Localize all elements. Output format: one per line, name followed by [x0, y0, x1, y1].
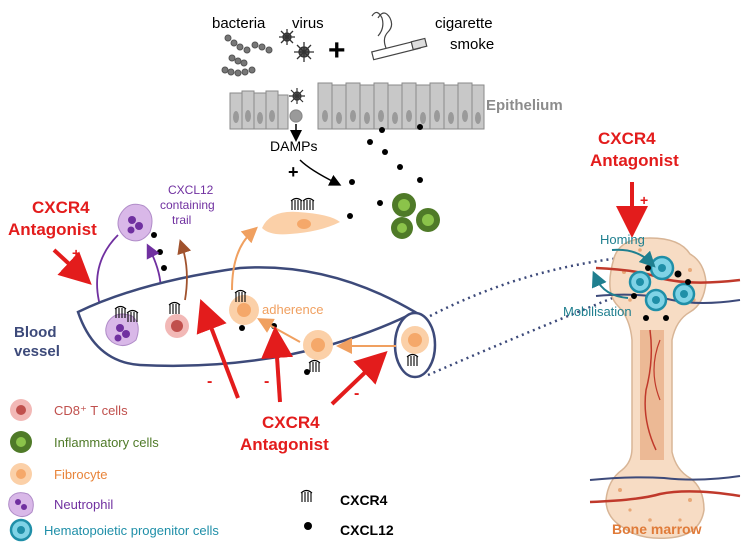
legend-item-fibrocyte: Fibrocyte: [10, 463, 107, 485]
dot-icon: [304, 522, 312, 530]
legend-item-hpc: Hematopoietic progenitor cells: [9, 518, 219, 542]
epithelium-nuclei: [233, 110, 481, 124]
legend-label-hpc: Hematopoietic progenitor cells: [44, 523, 219, 538]
homing-label: Homing: [600, 232, 645, 247]
virus-icon: [279, 29, 314, 62]
dotted-connection-top: [429, 256, 621, 318]
fibrocyte-vessel-1: [229, 289, 259, 325]
trail-label-2: containing: [160, 198, 215, 212]
bottom-antagonist-line2: Antagonist: [240, 435, 329, 454]
minus-sign-3: -: [354, 385, 359, 402]
legend-label-neutrophil: Neutrophil: [54, 497, 113, 512]
receptor-icon: [300, 489, 313, 503]
bone-icon: [605, 237, 707, 540]
bacteria-label: bacteria: [212, 15, 266, 32]
left-antagonist-line1: CXCR4: [32, 198, 90, 217]
bottom-antagonist-arrow-3: [330, 350, 388, 406]
legend-item-cd8: CD8⁺ T cells: [10, 399, 128, 421]
fibrocyte-vessel-2: [303, 330, 333, 373]
legend-label-inflammatory: Inflammatory cells: [54, 435, 159, 450]
t-cell-exit-arrow: [177, 239, 192, 301]
epithelium-layer: [229, 82, 485, 130]
left-antagonist-arrow: [52, 248, 92, 285]
trail-label-1: CXCL12: [168, 183, 214, 197]
bone-vessel-bottom-blue: [589, 475, 741, 481]
homing-arrow: [611, 248, 656, 268]
bone-vessel-bottom-red: [589, 490, 741, 504]
cd8-t-cell-vessel: [165, 301, 189, 338]
minus-sign-1: -: [207, 373, 212, 390]
neutrophil-tissue: [117, 203, 153, 242]
legend-item-cxcr4: CXCR4: [300, 489, 388, 508]
legend-item-neutrophil: Neutrophil: [8, 492, 113, 518]
bone-marrow-label: Bone marrow: [612, 521, 702, 537]
tissue-fibrocyte: [262, 197, 340, 235]
epithelium-label: Epithelium: [486, 97, 563, 114]
legend-item-inflammatory: Inflammatory cells: [10, 431, 159, 453]
damps-curved-arrow: [299, 159, 342, 186]
legend-label-fibrocyte: Fibrocyte: [54, 467, 107, 482]
legend-label-cxcl12: CXCL12: [340, 522, 394, 538]
legend-label-cd8: CD8⁺ T cells: [54, 403, 128, 418]
bottom-antagonist-arrow-2: [261, 326, 294, 403]
dotted-connection-bottom: [427, 293, 621, 377]
mobilisation-label: Mobilisation: [563, 304, 632, 319]
cigarette-smoke-label-2: smoke: [450, 36, 494, 53]
damps-plus: +: [288, 162, 299, 182]
bone-vessel-top-blue: [595, 293, 741, 304]
adherence-label: adherence: [262, 302, 323, 317]
bacteria-icon: [221, 34, 273, 77]
legend: CD8⁺ T cells Inflammatory cells Fibrocyt…: [8, 399, 394, 542]
damaged-cell-virus-icon: [289, 88, 305, 123]
cxcl12-dots-tissue: [347, 124, 423, 219]
left-antagonist-plus: +: [72, 245, 80, 261]
damps-label: DAMPs: [270, 138, 317, 154]
plus-sign: +: [328, 34, 346, 67]
neutrophil-vessel: [105, 305, 139, 346]
fibrocyte-vessel-3: [401, 326, 429, 367]
trail-label-3: trail: [172, 213, 191, 227]
right-antagonist-line2: Antagonist: [590, 151, 679, 170]
blood-vessel-label-2: vessel: [14, 343, 60, 360]
right-antagonist-line1: CXCR4: [598, 129, 656, 148]
inflammatory-cells: [391, 193, 440, 239]
fibrocyte-migration-arrow-tissue: [231, 226, 258, 291]
legend-label-cxcr4: CXCR4: [340, 492, 388, 508]
bottom-antagonist-arrow-1: [196, 299, 240, 399]
legend-item-cxcl12: CXCL12: [304, 522, 394, 538]
cigarette-icon: [371, 11, 428, 61]
minus-sign-2: -: [264, 373, 269, 390]
mobilisation-arrow: [591, 270, 629, 299]
virus-label: virus: [292, 15, 324, 32]
bottom-antagonist-line1: CXCR4: [262, 413, 320, 432]
left-antagonist-line2: Antagonist: [8, 220, 97, 239]
cigarette-smoke-label-1: cigarette: [435, 15, 493, 32]
blood-vessel-label-1: Blood: [14, 324, 57, 341]
right-antagonist-plus: +: [640, 192, 648, 208]
